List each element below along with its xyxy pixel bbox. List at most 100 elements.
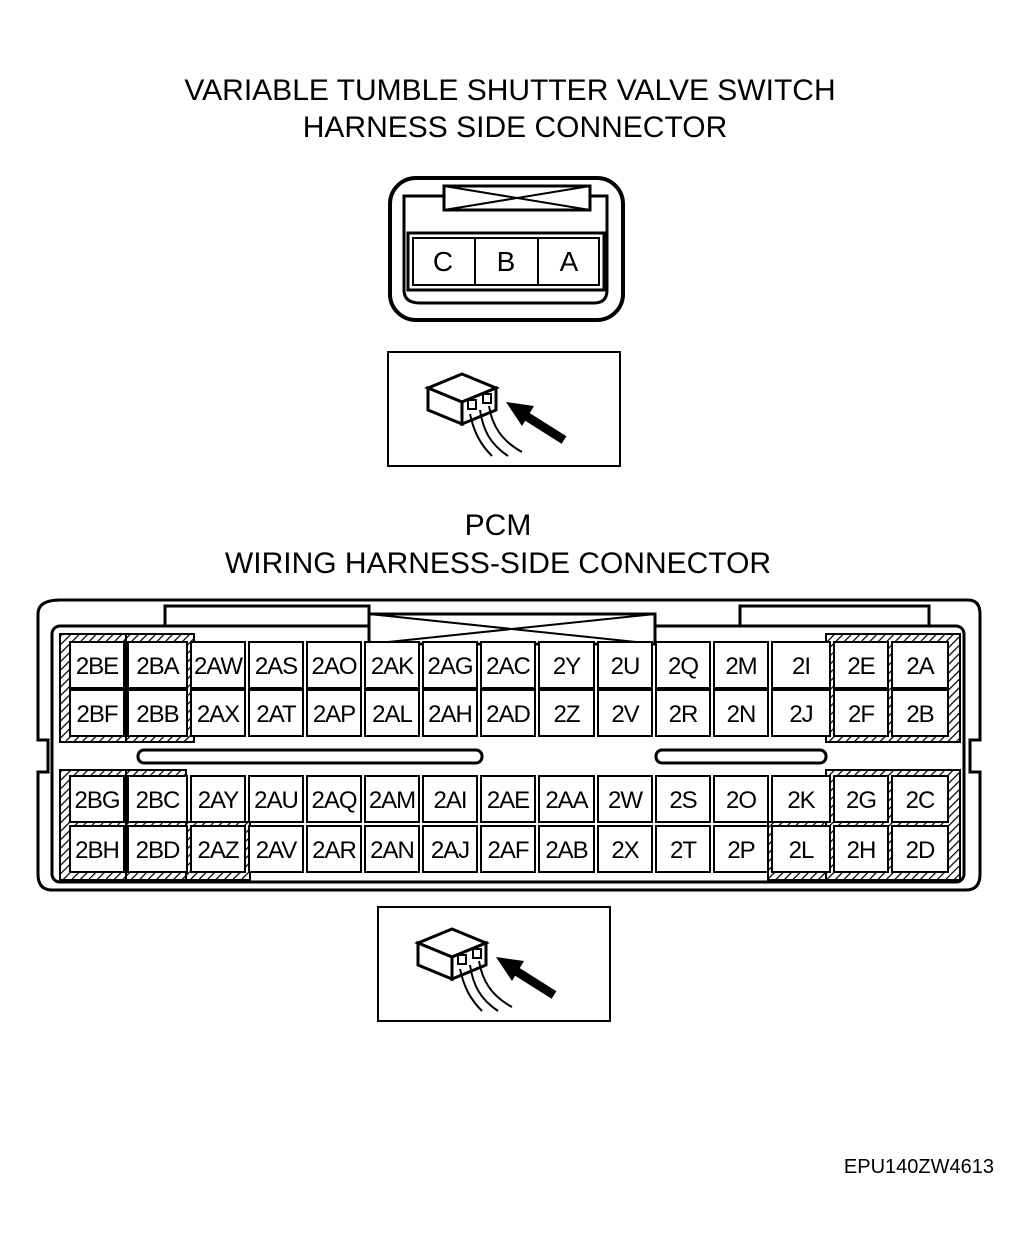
pcm-pin-label: 2AU (254, 787, 298, 814)
pcm-pin-cell (364, 641, 420, 689)
pcm-pin-label: 2AA (545, 787, 588, 814)
pcm-pin-cell (655, 775, 711, 823)
pcm-pin-cell (190, 689, 246, 737)
pcm-pin-label: 2AX (197, 701, 240, 728)
pcm-pin-label: 2O (726, 787, 756, 814)
pcm-pin-label: 2V (611, 701, 639, 728)
pcm-pin-label: 2AY (198, 787, 240, 814)
vts-pin-c: C (433, 246, 453, 277)
pcm-pin-cell (891, 775, 949, 823)
pcm-pin-cell (248, 825, 304, 873)
pcm-pin-cell (833, 641, 889, 689)
pcm-pin-cell (597, 641, 653, 689)
pcm-pin-label: 2R (669, 701, 698, 728)
pcm-pin-cell (771, 825, 831, 873)
pcm-pin-label: 2J (789, 701, 812, 728)
pcm-pin-label: 2X (611, 837, 639, 864)
pcm-pin-cell (891, 641, 949, 689)
pcm-pin-label: 2AL (372, 701, 412, 728)
pcm-pin-cell (422, 641, 478, 689)
pcm-pin-label: 2AV (256, 837, 298, 864)
pcm-pin-cell (248, 641, 304, 689)
pcm-pin-cell (190, 825, 246, 873)
connector-view-direction-icon (387, 351, 621, 467)
pcm-pin-cell (713, 825, 769, 873)
pcm-pin-label: 2H (847, 837, 876, 864)
pcm-pin-cell (713, 641, 769, 689)
pcm-pin-cell (713, 775, 769, 823)
pcm-pin-label: 2C (906, 787, 935, 814)
pcm-connector (36, 598, 982, 892)
pcm-pin-label: 2K (787, 787, 815, 814)
connector-view-direction-icon (377, 906, 611, 1022)
pcm-pin-label: 2D (906, 837, 935, 864)
pcm-pin-cell (771, 641, 831, 689)
pcm-pin-cell (306, 775, 362, 823)
pcm-pin-cell (190, 641, 246, 689)
pcm-pin-label: 2AD (486, 701, 530, 728)
pcm-pin-cell (127, 689, 188, 737)
pcm-pin-label: 2BF (76, 701, 117, 728)
pcm-pin-label: 2AZ (197, 837, 238, 864)
pcm-pin-cell (891, 689, 949, 737)
pcm-pin-label: 2A (906, 653, 934, 680)
pcm-pin-cell (655, 641, 711, 689)
pcm-pin-label: 2E (847, 653, 874, 680)
pcm-pin-cell (69, 641, 125, 689)
vts-title-line2: HARNESS SIDE CONNECTOR (303, 111, 728, 144)
pcm-pin-cell (538, 689, 595, 737)
pcm-pin-label: 2BG (74, 787, 119, 814)
pcm-pin-label: 2AS (255, 653, 297, 680)
pcm-pin-label: 2AP (313, 701, 355, 728)
pcm-pin-cell (127, 641, 188, 689)
pcm-pin-cell (771, 689, 831, 737)
pcm-pin-label: 2BB (136, 701, 178, 728)
pcm-pin-cell (364, 775, 420, 823)
pcm-pin-cell (364, 689, 420, 737)
vts-connector: C B A (388, 176, 625, 322)
pcm-pin-cell (597, 825, 653, 873)
pcm-pin-cell (127, 775, 188, 823)
pcm-pin-label: 2AE (487, 787, 529, 814)
pcm-pin-cell (480, 641, 536, 689)
pcm-pin-label: 2AG (427, 653, 472, 680)
pcm-pin-label: 2B (906, 701, 933, 728)
pcm-pin-label: 2Q (668, 653, 698, 680)
pcm-pin-label: 2AB (545, 837, 587, 864)
pcm-pin-cell (713, 689, 769, 737)
pcm-pin-label: 2I (792, 653, 810, 680)
pcm-pin-cell (306, 689, 362, 737)
pcm-pin-label: 2Z (553, 701, 579, 728)
pcm-pin-cell (538, 775, 595, 823)
pcm-pin-cell (833, 775, 889, 823)
pcm-pin-cell (127, 825, 188, 873)
pcm-pin-cell (655, 689, 711, 737)
pcm-pin-label: 2AK (371, 653, 414, 680)
pcm-pin-cell (833, 825, 889, 873)
pcm-pin-label: 2M (725, 653, 756, 680)
pcm-pin-label: 2W (608, 787, 643, 814)
pcm-pin-cell (833, 689, 889, 737)
pcm-pin-cell (422, 775, 478, 823)
pcm-pin-label: 2BC (136, 787, 180, 814)
pcm-pin-cell (364, 825, 420, 873)
pcm-pin-cell (190, 775, 246, 823)
pcm-pin-label: 2BA (136, 653, 179, 680)
pcm-pin-cell (771, 775, 831, 823)
pcm-title-line1: PCM (465, 509, 532, 542)
pcm-pin-cell (69, 775, 125, 823)
pcm-pin-label: 2F (848, 701, 874, 728)
pcm-pin-label: 2AH (428, 701, 472, 728)
pcm-pin-cell (655, 825, 711, 873)
pcm-pin-cell (306, 641, 362, 689)
pcm-title-line2: WIRING HARNESS-SIDE CONNECTOR (225, 547, 771, 580)
pcm-pin-cell (597, 775, 653, 823)
pcm-pin-cell (480, 825, 536, 873)
pcm-pin-label: 2N (727, 701, 756, 728)
pcm-pin-cell (597, 689, 653, 737)
pcm-pin-label: 2T (670, 837, 697, 864)
pcm-pin-label: 2L (789, 837, 814, 864)
pcm-pin-cell (538, 641, 595, 689)
pcm-pin-label: 2AO (311, 653, 356, 680)
